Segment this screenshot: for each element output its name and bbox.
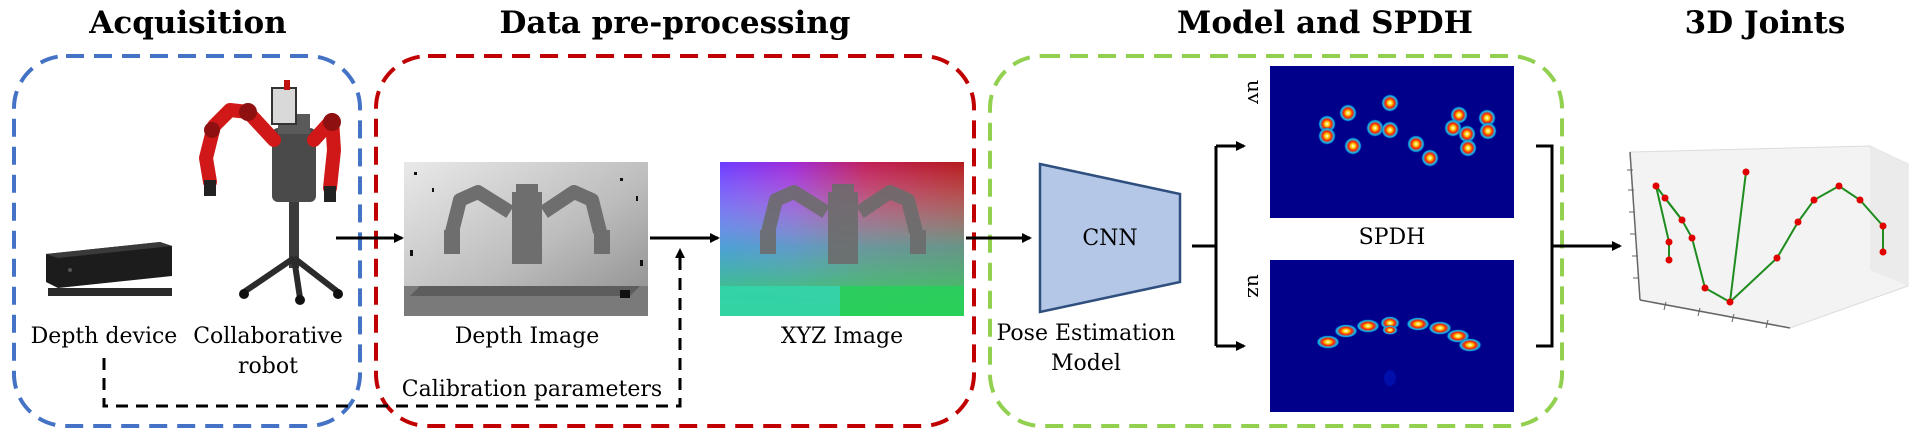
uv-heatmap (1270, 66, 1514, 218)
label-depth-device: Depth device (31, 324, 178, 349)
title-preprocessing: Data pre-processing (500, 5, 851, 41)
xyz-image (720, 162, 964, 316)
preprocessing-box (374, 54, 976, 428)
label-depth-image: Depth Image (455, 324, 600, 349)
joint-points (1652, 168, 1887, 306)
calibration-dashed-arrow (102, 248, 685, 408)
split-connector (1192, 141, 1246, 351)
uz-heatmap (1270, 260, 1514, 412)
depth-camera-icon (46, 242, 172, 296)
depth-image (404, 162, 648, 316)
label-uz: uz (1243, 274, 1267, 297)
collaborative-robot-icon (199, 80, 343, 305)
label-calibration: Calibration parameters (402, 377, 662, 402)
label-xyz-image: XYZ Image (781, 324, 903, 349)
label-robot-line1: Collaborative (193, 324, 343, 349)
cnn-label: CNN (1082, 226, 1137, 251)
model-box (988, 54, 1564, 428)
merge-connector (1536, 144, 1622, 348)
title-model: Model and SPDH (1177, 5, 1473, 41)
title-acquisition: Acquisition (88, 5, 286, 41)
label-pose-line2: Model (1051, 351, 1121, 376)
cnn-block (1038, 162, 1182, 314)
acquisition-box (12, 54, 362, 428)
joints-3d-plot (1627, 145, 1909, 329)
label-spdh: SPDH (1359, 225, 1426, 250)
title-joints: 3D Joints (1685, 5, 1846, 41)
label-uv: uv (1243, 80, 1267, 105)
label-robot-line2: robot (238, 354, 298, 379)
label-pose-line1: Pose Estimation (997, 321, 1176, 346)
